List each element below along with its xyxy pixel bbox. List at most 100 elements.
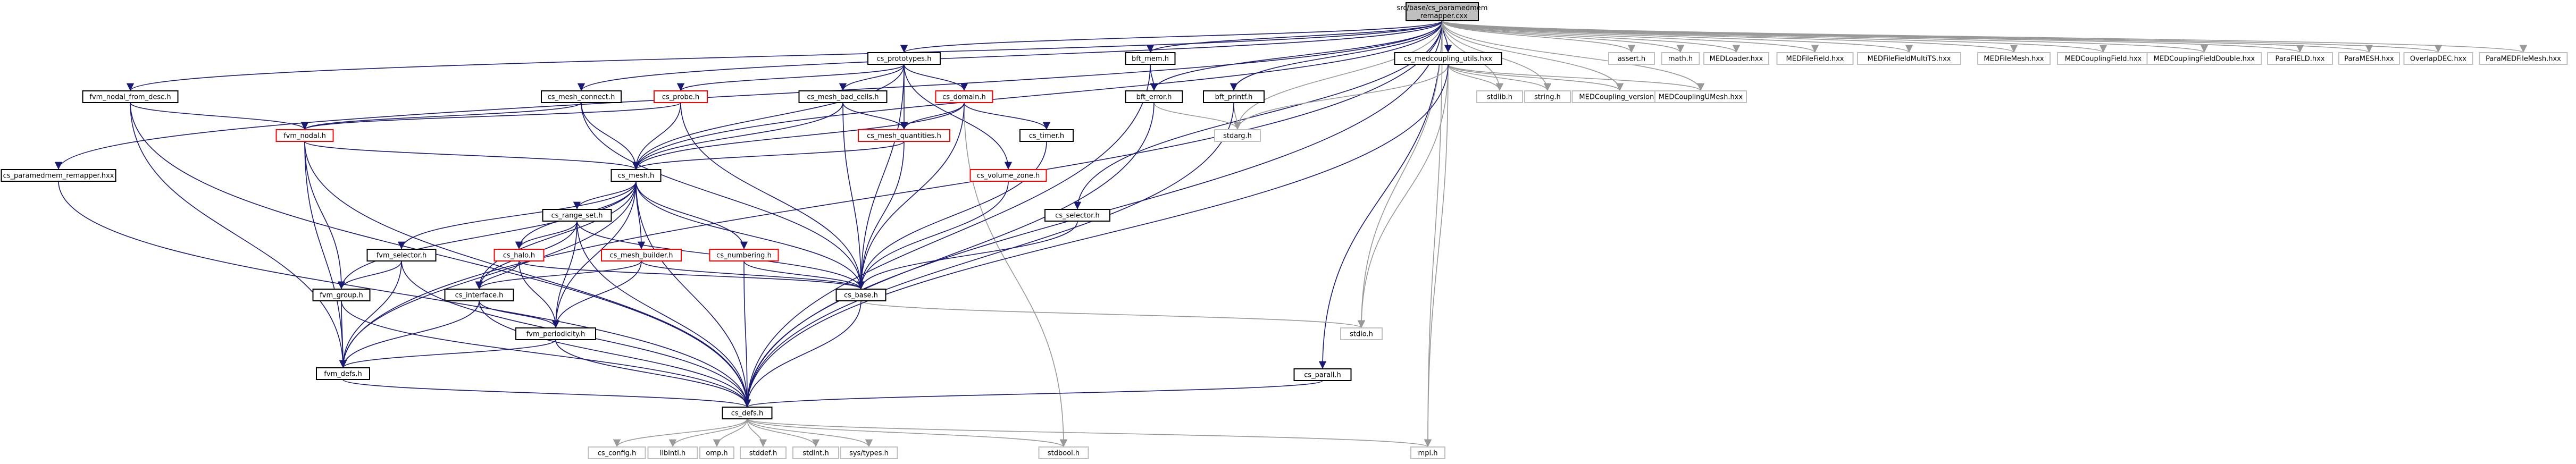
node-medfilemesh: MEDFileMesh.hxx [1977,52,2051,65]
node-label: cs_numbering.h [716,252,772,260]
dependency-edge [857,64,905,290]
node-label: fvm_periodicity.h [526,331,586,339]
node-label: cs_paramedmem_remapper.hxx [3,172,114,180]
node-box [1019,129,1074,142]
dependency-edge [743,102,1234,408]
node-medfilefield: MEDFileField.hxx [1776,52,1854,65]
node-box [541,90,622,103]
node-cs-timer[interactable]: cs_timer.h [1019,129,1074,142]
node-label: assert.h [1618,55,1645,63]
node-fvm-periodicity[interactable]: fvm_periodicity.h [515,327,596,340]
node-bft-mem[interactable]: bft_mem.h [1125,52,1176,65]
node-box [1,169,116,182]
dependency-edge [130,102,751,408]
node-box [1524,90,1571,103]
node-label: cs_mesh_quantities.h [867,132,941,140]
dependency-edge [304,141,640,170]
node-box [1661,52,1700,65]
dependency-edge [1442,20,1636,53]
node-fvm-group[interactable]: fvm_group.h [312,289,371,301]
node-label: MEDFileMesh.hxx [1984,55,2044,63]
node-root[interactable]: src/base/cs_paramedmem_remapper.cxx [1397,2,1488,21]
node-cs-interface[interactable]: cs_interface.h [444,289,514,301]
dependency-edge [339,300,480,368]
node-cs-medcoupling-utils[interactable]: cs_medcoupling_utils.hxx [1394,52,1502,65]
node-box [709,249,779,261]
node-label: MEDCouplingUMesh.hxx [1659,94,1743,102]
dependency-edge [1448,64,1624,91]
dependency-edge [857,141,1047,290]
node-cs-selector[interactable]: cs_selector.h [1044,209,1110,222]
node-box [1203,90,1265,103]
node-cs-volume-zone[interactable]: cs_volume_zone.h [969,169,1047,182]
node-box [1476,90,1523,103]
node-box [1608,52,1655,65]
dependency-edge [964,102,1051,130]
node-cs-mesh-quantities[interactable]: cs_mesh_quantities.h [858,129,950,142]
dependency-edge [743,102,1155,408]
node-stdlib: stdlib.h [1476,90,1523,103]
node-bft-error[interactable]: bft_error.h [1125,90,1183,103]
node-label: MEDCoupling_version.h [1579,94,1660,102]
node-cs-parall[interactable]: cs_parall.h [1293,368,1352,381]
dependency-edge [1442,20,1740,53]
node-cs-mesh-builder[interactable]: cs_mesh_builder.h [601,249,682,261]
node-label: stdbool.h [1048,450,1080,458]
node-sys-types: sys/types.h [840,446,898,459]
node-label: cs_mesh.h [618,172,654,180]
dependency-edge [573,181,637,210]
node-label: fvm_selector.h [377,252,427,260]
dependency-edge [1147,20,1443,53]
node-cs-prototypes[interactable]: cs_prototypes.h [867,52,941,65]
node-label: libintl.h [660,450,685,458]
dependency-edge [1442,20,2018,53]
node-fvm-defs[interactable]: fvm_defs.h [316,367,370,380]
node-label: stdlib.h [1487,94,1512,102]
dependency-edge [747,418,767,448]
node-paramedmem-hxx[interactable]: cs_paramedmem_remapper.hxx [1,169,116,182]
node-bft-printf[interactable]: bft_printf.h [1203,90,1265,103]
dependency-edge [713,418,748,448]
dependency-edge [1442,20,1913,53]
dependency-edge [581,102,640,170]
node-math: math.h [1661,52,1700,65]
node-cs-mesh-connect[interactable]: cs_mesh_connect.h [541,90,622,103]
dependency-edge [304,141,347,368]
node-box [2338,52,2400,65]
node-cs-mesh[interactable]: cs_mesh.h [610,169,662,182]
node-box [444,289,514,301]
node-medloader: MEDLoader.hxx [1703,52,1769,65]
node-cs-mesh-bad-cells[interactable]: cs_mesh_bad_cells.h [798,90,888,103]
node-medcouplingfield: MEDCouplingField.hxx [2057,52,2150,65]
dependency-edge [130,102,309,130]
dependency-edge [747,418,1432,448]
node-fvm-nodal[interactable]: fvm_nodal.h [275,129,334,142]
node-label: cs_mesh_builder.h [609,252,673,260]
node-label: ParaMEDFileMesh.hxx [2486,55,2561,63]
dependency-edge [518,260,560,328]
node-fvm-nodal-from-desc[interactable]: fvm_nodal_from_desc.h [82,90,179,103]
dependency-edge [743,260,865,290]
node-cs-probe[interactable]: cs_probe.h [654,90,708,103]
node-box [275,129,334,142]
node-cs-defs[interactable]: cs_defs.h [722,407,773,419]
node-cs-domain[interactable]: cs_domain.h [935,90,993,103]
node-box [1125,52,1176,65]
node-label: cs_mesh_connect.h [548,94,615,102]
node-box [654,90,708,103]
dependency-edge [857,181,1009,290]
dependency-edge [1233,64,1449,130]
node-cs-numbering[interactable]: cs_numbering.h [709,249,779,261]
dependency-edge [1357,20,1443,328]
node-cs-base[interactable]: cs_base.h [835,289,886,301]
dependency-edge [900,102,965,130]
dependency-edge [581,102,865,290]
node-cs-halo[interactable]: cs_halo.h [494,249,545,261]
node-label: cs_probe.h [662,94,699,102]
node-cs-range-set[interactable]: cs_range_set.h [542,209,612,222]
node-box [1340,327,1383,340]
node-label: cs_selector.h [1055,212,1100,220]
node-label: stdio.h [1350,331,1373,339]
node-label: src/base/cs_paramedmem [1397,4,1488,12]
node-fvm-selector[interactable]: fvm_selector.h [366,249,437,261]
